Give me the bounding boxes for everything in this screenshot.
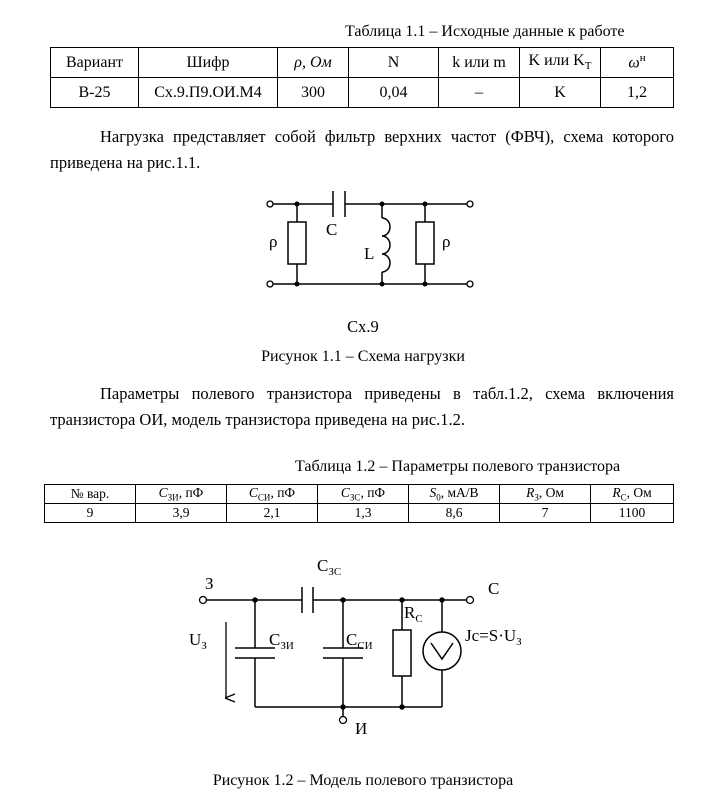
t2-header-sub: СИ	[257, 492, 271, 503]
t1-header-omega: ω	[628, 54, 640, 72]
t2-header-sym: C	[158, 485, 168, 501]
t1-cell: K	[519, 77, 601, 108]
t2-header: RC, Ом	[590, 484, 674, 504]
svg-text:СЗИ: СЗИ	[269, 630, 294, 652]
t2-header-sub: З	[534, 492, 539, 503]
table1: Вариант Шифр ρ, Ом N k или m K или KT ωн…	[50, 47, 674, 108]
t2-header-sub: ЗС	[349, 492, 361, 503]
t2-header-unit: , Ом	[626, 485, 652, 501]
t1-header-kt: K или K	[528, 52, 585, 70]
t2-header-unit: , Ом	[538, 485, 564, 501]
svg-text:UЗ: UЗ	[189, 630, 207, 652]
t2-header-sub: 0	[436, 492, 441, 503]
table2-header-row: № вар. CЗИ, пФ CСИ, пФ CЗС, пФ S0, мА/В …	[44, 484, 674, 504]
svg-text:СЗС: СЗС	[317, 556, 341, 578]
t1-header-kt-sub: T	[584, 60, 592, 73]
table2-caption: Таблица 1.2 – Параметры полевого транзис…	[295, 458, 621, 475]
t1-header: ρ, Ом	[277, 47, 349, 78]
gate-label: З	[205, 574, 214, 593]
t2-header: CЗС, пФ	[317, 484, 409, 504]
rc-label: R	[404, 603, 416, 622]
t2-cell: 7	[499, 503, 591, 523]
t2-header-unit: , мА/В	[440, 485, 479, 501]
svg-text:ССИ: ССИ	[346, 630, 373, 652]
t2-header-sym: S	[429, 485, 437, 501]
cds-label: С	[346, 630, 357, 649]
t2-header-sym: R	[612, 485, 621, 501]
cgd-label: С	[317, 556, 328, 575]
t1-cell: 0,04	[348, 77, 439, 108]
t2-cell: 1100	[590, 503, 674, 523]
cds-sub: СИ	[357, 640, 372, 652]
t1-header: N	[348, 47, 439, 78]
terminal-in-top	[266, 200, 274, 208]
t1-cell: 1,2	[600, 77, 674, 108]
t1-header: Шифр	[138, 47, 278, 78]
figure2-caption: Рисунок 1.2 – Модель полевого транзистор…	[212, 772, 514, 789]
t1-cell: Сх.9.П9.ОИ.М4	[138, 77, 278, 108]
t2-header: S0, мА/В	[408, 484, 500, 504]
t2-header-text: № вар.	[70, 486, 110, 501]
t2-header-unit: , пФ	[178, 485, 204, 501]
cgd-sub: ЗС	[328, 566, 341, 578]
cgs-sub: ЗИ	[280, 640, 294, 652]
t2-header-sub: ЗИ	[167, 492, 179, 503]
scheme-label: Сх.9	[347, 317, 379, 336]
t2-cell: 8,6	[408, 503, 500, 523]
t1-cell: 300	[277, 77, 349, 108]
table2: № вар. CЗИ, пФ CСИ, пФ CЗС, пФ S0, мА/В …	[44, 484, 674, 523]
t2-cell: 1,3	[317, 503, 409, 523]
terminal-out-top	[466, 200, 474, 208]
t1-header: K или KT	[519, 47, 601, 78]
t2-header-sub: C	[620, 492, 627, 503]
drain-terminal	[465, 595, 475, 605]
t1-header: ωн	[600, 47, 674, 78]
paragraph-1: Нагрузка представляет собой фильтр верхн…	[50, 127, 674, 172]
t2-header-sym: C	[248, 485, 258, 501]
t2-cell: 2,1	[226, 503, 318, 523]
terminal-out-bottom	[466, 280, 474, 288]
rc-sub: C	[415, 613, 422, 625]
t1-cell: В-25	[50, 77, 139, 108]
svg-text:Jc=S·UЗ: Jc=S·UЗ	[465, 626, 522, 648]
rho-right-label: ρ	[442, 232, 450, 251]
t2-header-unit: , пФ	[270, 485, 296, 501]
terminal-in-bottom	[266, 280, 274, 288]
t2-header: № вар.	[44, 484, 136, 504]
rho-symbol: ρ, Ом	[294, 53, 332, 71]
t2-header: CСИ, пФ	[226, 484, 318, 504]
rho-left-label: ρ	[269, 232, 277, 251]
cgs-label: С	[269, 630, 280, 649]
figure1-caption: Рисунок 1.1 – Схема нагрузки	[261, 348, 465, 365]
capacitor-label: C	[326, 220, 337, 239]
figure2-schematic: З С И СЗС СЗИ ССИ RC UЗ Jc=S·UЗ	[189, 556, 522, 738]
svg-text:RC: RC	[404, 603, 423, 625]
current-source-sub: З	[516, 636, 522, 648]
ug-label: U	[189, 630, 201, 649]
table1-header-row: Вариант Шифр ρ, Ом N k или m K или KT ωн	[50, 47, 674, 78]
figure1-schematic: ρ C L ρ	[266, 191, 474, 288]
source-terminal	[338, 715, 348, 725]
t2-cell: 9	[44, 503, 136, 523]
t2-header-sym: R	[526, 485, 535, 501]
table1-row: В-25 Сх.9.П9.ОИ.М4 300 0,04 – K 1,2	[50, 77, 674, 108]
table2-row: 9 3,9 2,1 1,3 8,6 7 1100	[44, 503, 674, 523]
paragraph-2: Параметры полевого транзистора приведены…	[50, 384, 674, 429]
t2-header: RЗ, Ом	[499, 484, 591, 504]
current-source-label: Jc=S·U	[465, 626, 516, 645]
t1-header: k или m	[438, 47, 520, 78]
ug-sub: З	[201, 640, 207, 652]
t2-header: CЗИ, пФ	[135, 484, 227, 504]
t2-header-unit: , пФ	[360, 485, 386, 501]
source-label: И	[355, 719, 367, 738]
t2-cell: 3,9	[135, 503, 227, 523]
t1-cell: –	[438, 77, 520, 108]
t2-header-sym: C	[340, 485, 350, 501]
gate-terminal	[198, 595, 208, 605]
t1-header-omega-sup: н	[639, 52, 646, 65]
t1-header: Вариант	[50, 47, 139, 78]
inductor-label: L	[364, 244, 374, 263]
table1-caption: Таблица 1.1 – Исходные данные к работе	[345, 23, 625, 40]
drain-label: С	[488, 579, 499, 598]
